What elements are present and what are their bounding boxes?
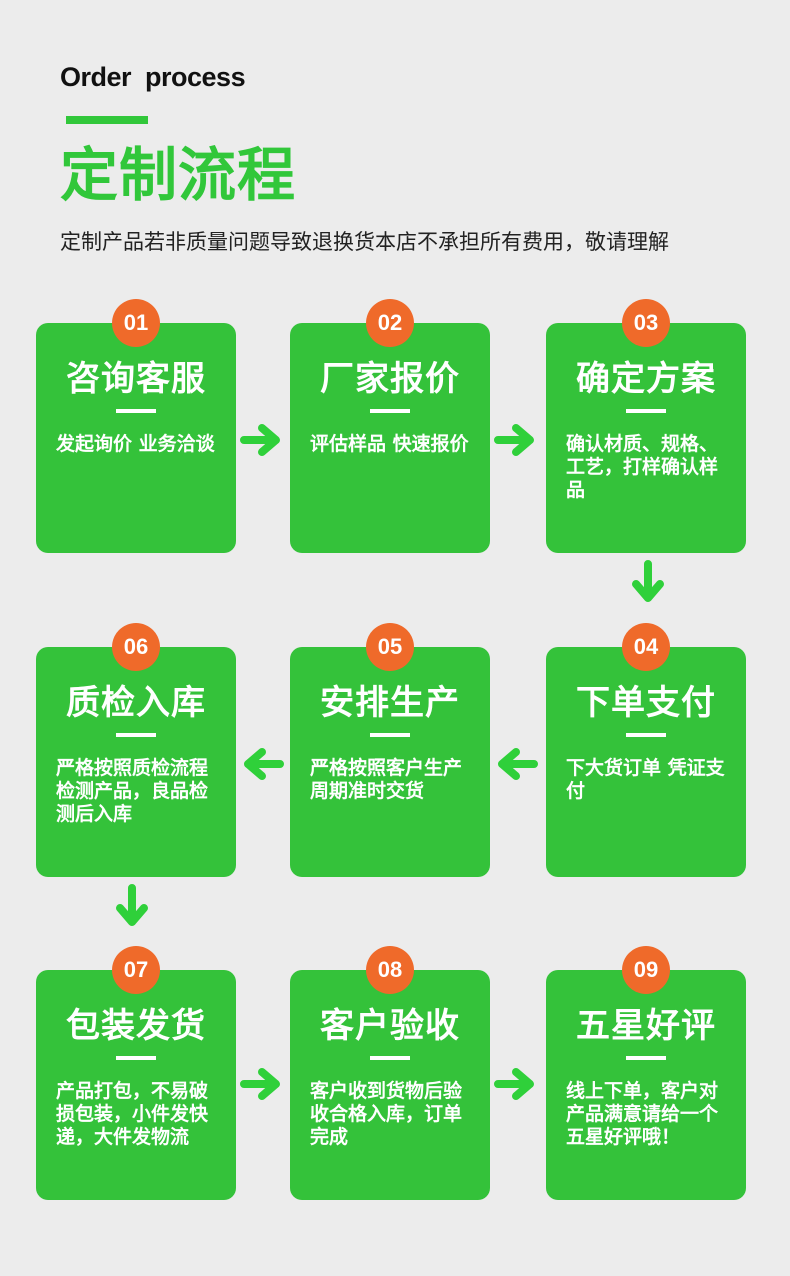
divider <box>116 409 156 413</box>
arrow-down-icon <box>630 560 666 606</box>
step-number-badge: 03 <box>622 299 670 347</box>
divider <box>116 733 156 737</box>
step-card-9: 09 五星好评 线上下单，客户对产品满意请给一个五星好评哦！ <box>546 946 746 1200</box>
step-title: 包装发货 <box>66 1006 206 1046</box>
step-description: 发起询价 业务洽谈 <box>56 433 215 455</box>
step-card-8: 08 客户验收 客户收到货物后验收合格入库，订单完成 <box>290 946 490 1200</box>
divider <box>116 1056 156 1060</box>
step-number-badge: 09 <box>622 946 670 994</box>
arrow-down-icon <box>114 884 150 930</box>
step-card-5: 05 安排生产 严格按照客户生产周期准时交货 <box>290 623 490 877</box>
step-title: 厂家报价 <box>320 359 460 399</box>
arrow-left-icon <box>494 746 538 782</box>
step-card-3: 03 确定方案 确认材质、规格、工艺，打样确认样品 <box>546 299 746 553</box>
divider <box>626 409 666 413</box>
step-description: 线上下单，客户对产品满意请给一个五星好评哦！ <box>566 1080 719 1148</box>
step-description: 确认材质、规格、工艺，打样确认样品 <box>566 433 719 501</box>
step-card-1: 01 咨询客服 发起询价 业务洽谈 <box>36 299 236 553</box>
divider <box>370 1056 410 1060</box>
step-description: 客户收到货物后验收合格入库，订单完成 <box>310 1080 463 1148</box>
page-title: 定制流程 <box>60 141 297 209</box>
step-number-badge: 04 <box>622 623 670 671</box>
step-title: 五星好评 <box>576 1006 716 1046</box>
arrow-right-icon <box>494 1066 538 1102</box>
step-number-badge: 05 <box>366 623 414 671</box>
step-description: 严格按照客户生产周期准时交货 <box>310 757 463 802</box>
divider <box>626 1056 666 1060</box>
step-number-badge: 07 <box>112 946 160 994</box>
subtitle-english: Order process <box>60 62 246 92</box>
step-card-6: 06 质检入库 严格按照质检流程检测产品，良品检测后入库 <box>36 623 236 877</box>
divider <box>370 409 410 413</box>
step-description: 下大货订单 凭证支付 <box>566 757 725 802</box>
step-card-2: 02 厂家报价 评估样品 快速报价 <box>290 299 490 553</box>
step-description: 产品打包，不易破损包装，小件发快递，大件发物流 <box>56 1080 209 1148</box>
arrow-left-icon <box>240 746 284 782</box>
step-title: 客户验收 <box>320 1006 460 1046</box>
step-title: 确定方案 <box>576 359 716 399</box>
arrow-right-icon <box>494 422 538 458</box>
divider <box>370 733 410 737</box>
step-description: 评估样品 快速报价 <box>310 433 469 455</box>
step-number-badge: 02 <box>366 299 414 347</box>
notice-text: 定制产品若非质量问题导致退换货本店不承担所有费用，敬请理解 <box>60 230 669 254</box>
step-title: 下单支付 <box>576 683 716 723</box>
arrow-right-icon <box>240 422 284 458</box>
step-card-7: 07 包装发货 产品打包，不易破损包装，小件发快递，大件发物流 <box>36 946 236 1200</box>
step-title: 质检入库 <box>66 683 206 723</box>
step-title: 安排生产 <box>320 683 460 723</box>
step-number-badge: 01 <box>112 299 160 347</box>
step-number-badge: 06 <box>112 623 160 671</box>
title-accent-bar <box>66 116 148 124</box>
step-card-4: 04 下单支付 下大货订单 凭证支付 <box>546 623 746 877</box>
step-number-badge: 08 <box>366 946 414 994</box>
step-description: 严格按照质检流程检测产品，良品检测后入库 <box>56 757 209 825</box>
step-title: 咨询客服 <box>66 359 206 399</box>
arrow-right-icon <box>240 1066 284 1102</box>
divider <box>626 733 666 737</box>
